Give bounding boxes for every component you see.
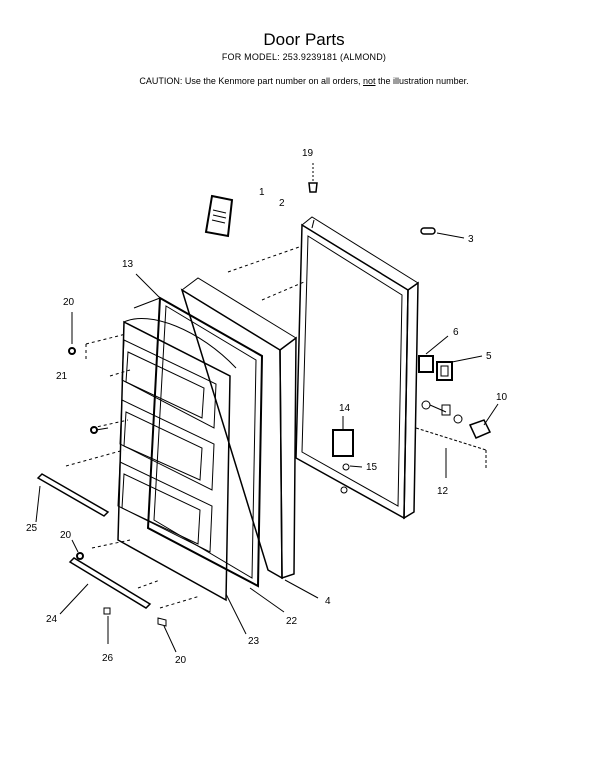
part-13-shelf-frame	[117, 273, 237, 602]
callout-2: 2	[279, 198, 285, 209]
part-24-strip	[59, 557, 152, 615]
part-6-trim	[418, 335, 449, 373]
part-1-label-card	[204, 194, 234, 238]
part-23-leader	[225, 593, 247, 635]
callout-3: 3	[468, 234, 474, 245]
part-20-screw-bottom	[157, 617, 177, 653]
model-number: FOR MODEL: 253.9239181 (ALMOND)	[221, 52, 387, 62]
part-22-gasket	[146, 296, 285, 613]
part-2-door-panel	[295, 216, 419, 520]
part-20-screw-mid	[71, 539, 84, 560]
callout-25: 25	[26, 523, 38, 534]
callout-13: 13	[122, 259, 134, 270]
part-10-lock	[421, 400, 499, 439]
callout-24: 24	[46, 614, 58, 625]
callout-10: 10	[496, 392, 508, 403]
part-15-screw	[340, 463, 363, 494]
alignment-lines	[65, 245, 305, 609]
callout-26: 26	[102, 653, 114, 664]
callout-12: 12	[437, 486, 449, 497]
callout-5: 5	[486, 351, 492, 362]
callout-20-bottom: 20	[175, 655, 187, 666]
callout-4: 4	[325, 596, 331, 607]
caution-not: not	[363, 76, 376, 86]
callout-20-top: 20	[63, 297, 75, 308]
callout-15: 15	[366, 462, 378, 473]
part-5-trim	[436, 355, 483, 381]
page-title: Door Parts	[263, 30, 345, 49]
callout-23: 23	[248, 636, 260, 647]
part-14-hinge	[332, 416, 354, 457]
caution-text-end: the illustration number.	[378, 76, 469, 86]
part-3-pin	[420, 227, 465, 239]
part-26-clip	[103, 607, 111, 644]
caution-text: CAUTION: Use the Kenmore part number on …	[139, 76, 361, 86]
part-20-screw-top	[68, 312, 76, 355]
callout-6: 6	[453, 327, 459, 338]
callout-20-mid: 20	[60, 530, 72, 541]
part-19-screw	[308, 163, 318, 193]
part-12-bracket	[415, 427, 487, 478]
part-25-strip	[35, 473, 110, 523]
callout-labels: 1 2 3 4 5 6 10 12 13 14 15 19 20 20 20 2…	[26, 148, 508, 666]
callout-1: 1	[259, 187, 265, 198]
callout-14: 14	[339, 403, 351, 414]
callout-19: 19	[302, 148, 314, 159]
callout-22: 22	[286, 616, 298, 627]
callout-21: 21	[56, 371, 68, 382]
part-4-door-liner	[180, 277, 319, 599]
caution-note: CAUTION: Use the Kenmore part number on …	[0, 76, 608, 86]
part-21-screw	[90, 426, 109, 434]
